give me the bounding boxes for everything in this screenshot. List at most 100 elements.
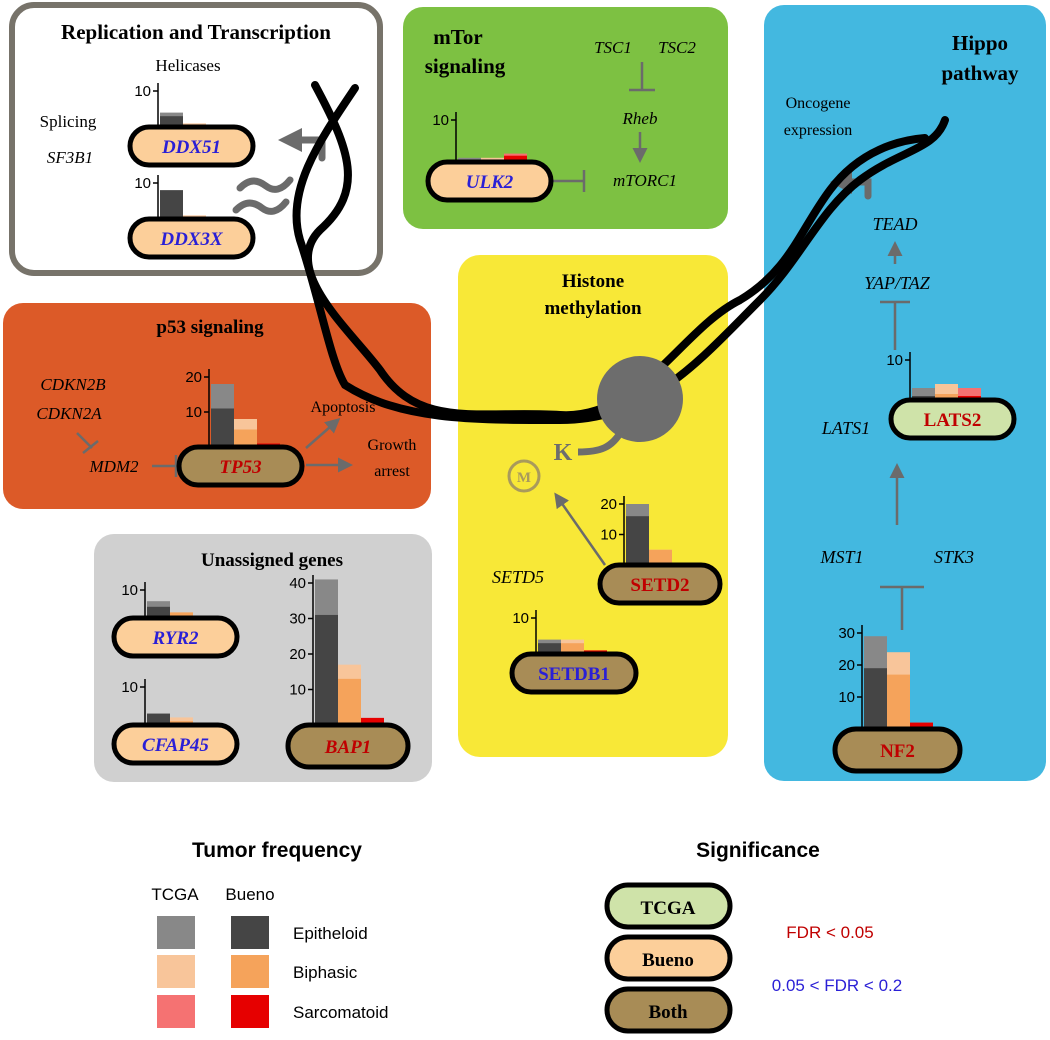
legend-row-bi: Biphasic (293, 963, 358, 982)
growth-label-2: arrest (374, 463, 410, 480)
mst1-label: MST1 (819, 547, 863, 567)
y-tick-label: 30 (838, 625, 855, 642)
mtor-title-1: mTor (433, 25, 482, 49)
histone-title-2: methylation (544, 298, 642, 319)
y-tick-label: 20 (289, 646, 306, 663)
y-tick-label: 10 (289, 682, 306, 699)
histone-tail (577, 428, 626, 456)
bar-bueno-1 (234, 429, 257, 447)
y-tick-label: 10 (838, 689, 855, 706)
squiggle-1 (236, 176, 294, 193)
legend-swatch-bueno-epi (231, 916, 269, 949)
bar-bueno-0 (315, 614, 338, 725)
legend-row-sarc: Sarcomatoid (293, 1003, 388, 1022)
gene-label: LATS2 (924, 410, 982, 431)
gene-pill (597, 562, 723, 606)
legend-swatch-tcga-bi (157, 955, 195, 988)
bar-bueno-2 (504, 155, 527, 162)
helicases-label: Helicases (155, 56, 220, 75)
splicing-label: Splicing (40, 112, 97, 131)
y-tick-label: 10 (121, 582, 138, 599)
stk3-label: STK3 (934, 547, 974, 567)
gene-charts: 10DDX5110DDX3X10ULK22010TP532010SETD210S… (111, 83, 1017, 774)
legend-pill-bueno-label: Bueno (642, 950, 694, 971)
mtor-title-2: signaling (425, 54, 506, 78)
bar-bueno-0 (160, 116, 183, 127)
gene-pill (111, 615, 240, 659)
lysine-k-label: K (554, 440, 573, 466)
cdkn2-mdm2-inhibit-bar (82, 440, 99, 454)
gene-pill (127, 124, 256, 168)
bar-bueno-1 (935, 394, 958, 400)
growth-label-1: Growth (368, 437, 417, 454)
gene-label: ULK2 (466, 172, 514, 193)
gene-label: TP53 (219, 457, 261, 478)
mdm2-label: MDM2 (88, 457, 139, 476)
gene-label: SETD2 (630, 575, 689, 596)
gene-pill (425, 159, 554, 203)
bar-bueno-2 (361, 717, 384, 725)
mtorc1-label: mTORC1 (613, 171, 677, 190)
bar-bueno-0 (626, 516, 649, 565)
y-tick-label: 20 (185, 369, 202, 386)
methyl-m-label: M (517, 470, 531, 486)
tead-label: TEAD (873, 214, 918, 234)
gene-pill (176, 444, 305, 488)
unassigned-title: Unassigned genes (201, 550, 343, 571)
legend-swatch-tcga-epi (157, 916, 195, 949)
cdkn2-mdm2-inhibit-line (76, 432, 93, 449)
y-tick-label: 20 (838, 657, 855, 674)
oncogene-label-2: expression (784, 122, 852, 139)
bar-bueno-0 (160, 190, 183, 219)
bar-bueno-0 (538, 643, 561, 654)
apoptosis-label: Apoptosis (311, 399, 376, 416)
gene-pill (127, 216, 256, 260)
y-tick-label: 10 (134, 83, 151, 100)
y-tick-label: 10 (134, 175, 151, 192)
bar-bueno-0 (147, 606, 170, 618)
gene-label: DDX51 (161, 137, 221, 158)
legend-pill-both (604, 986, 733, 1034)
gene-pill (285, 722, 411, 770)
tsc1-label: TSC1 (594, 38, 632, 57)
bar-bueno-0 (147, 713, 170, 725)
bar-bueno-1 (887, 674, 910, 729)
setd5-label: SETD5 (492, 567, 544, 587)
legend-tcga-col: TCGA (151, 885, 199, 904)
legend-fdr-sig: FDR < 0.05 (786, 923, 873, 942)
gene-pill (111, 722, 240, 766)
histone-nucleosome (597, 356, 683, 442)
bar-bueno-2 (910, 722, 933, 729)
gene-pill (888, 397, 1017, 441)
apoptosis-arrow (305, 418, 341, 449)
legend-swatch-bueno-bi (231, 955, 269, 988)
y-tick-label: 30 (289, 611, 306, 628)
legend-pill-tcga-label: TCGA (641, 898, 696, 919)
p53-title: p53 signaling (156, 317, 264, 338)
sf3b1-label: SF3B1 (47, 148, 93, 167)
bar-bueno-1 (649, 549, 672, 565)
legend-swatch-bueno-sarc (231, 995, 269, 1028)
gene-label: SETDB1 (538, 664, 610, 685)
lats1-label: LATS1 (821, 418, 870, 438)
legend-pill-tcga (604, 882, 733, 930)
transcription-arrowhead (278, 128, 302, 152)
legend-pill-bueno (604, 934, 733, 982)
y-tick-label: 10 (432, 112, 449, 129)
legend-pill-both-label: Both (648, 1002, 688, 1023)
gene-label: CFAP45 (142, 735, 209, 756)
legend-swatch-tcga-sarc (157, 995, 195, 1028)
legend-fdr-weak: 0.05 < FDR < 0.2 (772, 976, 902, 995)
gene-label: BAP1 (324, 737, 371, 758)
cdkn2b-label: CDKN2B (40, 375, 106, 394)
y-tick-label: 10 (121, 679, 138, 696)
dna-helix (292, 81, 949, 425)
rheb-label: Rheb (622, 109, 658, 128)
dna-strand-1 (304, 81, 929, 420)
